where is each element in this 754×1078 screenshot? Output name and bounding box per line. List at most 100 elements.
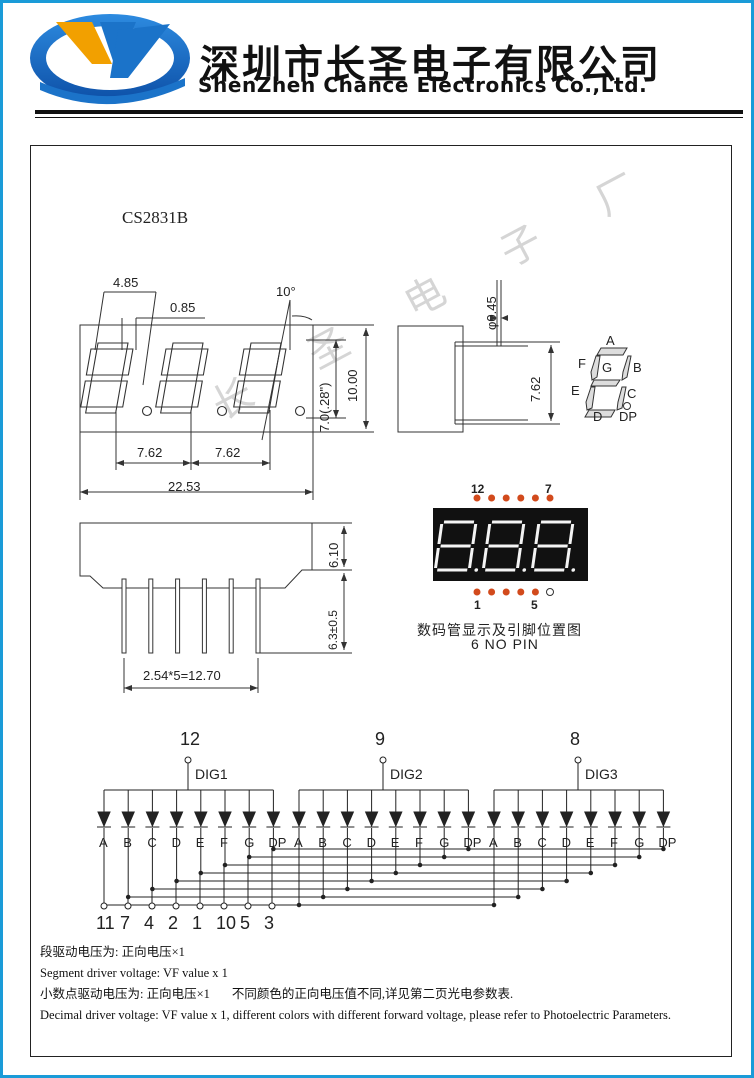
front-digit-2: [155, 342, 209, 414]
note-segment-en: Segment driver voltage: VF value x 1: [40, 966, 228, 980]
diode: [656, 811, 671, 828]
dim-pitch-2: 7.62: [215, 445, 241, 460]
diode: [292, 811, 306, 828]
segment-label: E: [390, 835, 400, 850]
led-pin-bottom: [473, 588, 481, 596]
diode: [584, 811, 598, 828]
digit-pin-terminal: [574, 756, 582, 764]
led-pin-top: [488, 494, 496, 502]
segment-label: E: [195, 835, 205, 850]
dim-angle: 10°: [276, 284, 296, 299]
led-pin-bottom: [531, 588, 539, 596]
notes-section: 段驱动电压为: 正向电压×1 Segment driver voltage: V…: [40, 942, 723, 1025]
segment-pin-number: 4: [144, 913, 155, 933]
diode: [145, 811, 160, 828]
header-rule-thin: [35, 117, 743, 118]
diode: [169, 811, 184, 828]
seg-label-c: C: [627, 386, 637, 401]
segment-pin-number: 5: [240, 913, 251, 933]
seg-label-a: A: [606, 333, 615, 348]
digit-name: DIG2: [390, 766, 423, 782]
front-digit-3: [233, 342, 287, 414]
bottom-pin: [228, 578, 234, 654]
dim-0-85: 0.85: [170, 300, 196, 315]
no-pin-note: 6 NO PIN: [471, 636, 539, 652]
diode: [535, 811, 550, 828]
segment-label: A: [294, 835, 303, 850]
segment-label: B: [513, 835, 522, 850]
segment-pin-terminal: [100, 902, 108, 910]
pin-label-5: 5: [531, 598, 538, 612]
segment-label: F: [415, 835, 423, 850]
digit-name: DIG3: [585, 766, 618, 782]
digit-pin-number: 8: [570, 729, 581, 749]
diode: [413, 811, 427, 828]
diode: [437, 811, 451, 828]
segment-pin-number: 10: [216, 913, 237, 933]
led-digit-3: [531, 520, 576, 572]
led-pin-top: [546, 494, 554, 502]
diode: [632, 811, 646, 828]
diode: [266, 811, 281, 828]
segment-label: DP: [463, 835, 482, 850]
segment-pin-number: 1: [192, 913, 203, 933]
company-name-cn: 深圳市长圣电子有限公司: [200, 43, 663, 88]
note-decimal-en: Decimal driver voltage: VF value x 1, di…: [40, 1008, 672, 1022]
seg-label-e: E: [571, 383, 580, 398]
diode: [316, 811, 330, 828]
segment-label: A: [489, 835, 498, 850]
diode: [97, 811, 111, 828]
bottom-pin: [121, 578, 127, 654]
front-digit-1: [80, 342, 134, 414]
pin-label-12: 12: [471, 482, 485, 496]
segment-label: G: [244, 835, 255, 850]
led-pin-bottom: [517, 588, 525, 596]
seg-label-g: G: [602, 360, 613, 375]
dim-width-total: 22.53: [168, 479, 201, 494]
segment-pin-terminal: [124, 902, 132, 910]
diode: [559, 811, 574, 828]
diode: [364, 811, 379, 828]
segment-pin-terminal: [172, 902, 180, 910]
note-segment-cn: 段驱动电压为: 正向电压×1: [40, 945, 185, 959]
segment-label: A: [99, 835, 108, 850]
segment-label: F: [220, 835, 228, 850]
digit-pin-terminal: [184, 756, 192, 764]
header-rule: [35, 110, 743, 114]
seg-label-dp: DP: [619, 409, 638, 424]
segment-label: G: [439, 835, 450, 850]
digit-pin-terminal: [379, 756, 387, 764]
segment-label: D: [171, 835, 181, 850]
segment-pin-terminal: [196, 902, 204, 910]
led-pin-top: [502, 494, 510, 502]
segment-label: D: [366, 835, 376, 850]
segment-label: C: [537, 835, 547, 850]
segment-pin-number: 7: [120, 913, 131, 933]
diode: [218, 811, 232, 828]
segment-pin-number: 11: [96, 913, 115, 933]
note-decimal-cn: 小数点驱动电压为: 正向电压×1: [40, 987, 210, 1001]
led-pin-top: [473, 494, 481, 502]
dim-pitch-1: 7.62: [137, 445, 163, 460]
diode: [511, 811, 525, 828]
front-dp-1: [141, 405, 153, 417]
led-pin-bottom: [502, 588, 510, 596]
diode: [340, 811, 355, 828]
segment-pin-terminal: [148, 902, 156, 910]
led-digit-1: [434, 520, 479, 572]
diode: [487, 811, 501, 828]
segment-label: E: [585, 835, 595, 850]
dim-pin-span: 2.54*5=12.70: [143, 668, 221, 683]
front-dp-3: [294, 405, 306, 417]
digit-pin-number: 12: [180, 729, 201, 749]
drawing-frame: [30, 145, 732, 1057]
led-digit-2: [482, 520, 527, 572]
bottom-pin: [148, 578, 154, 654]
seg-label-f: F: [578, 356, 586, 371]
